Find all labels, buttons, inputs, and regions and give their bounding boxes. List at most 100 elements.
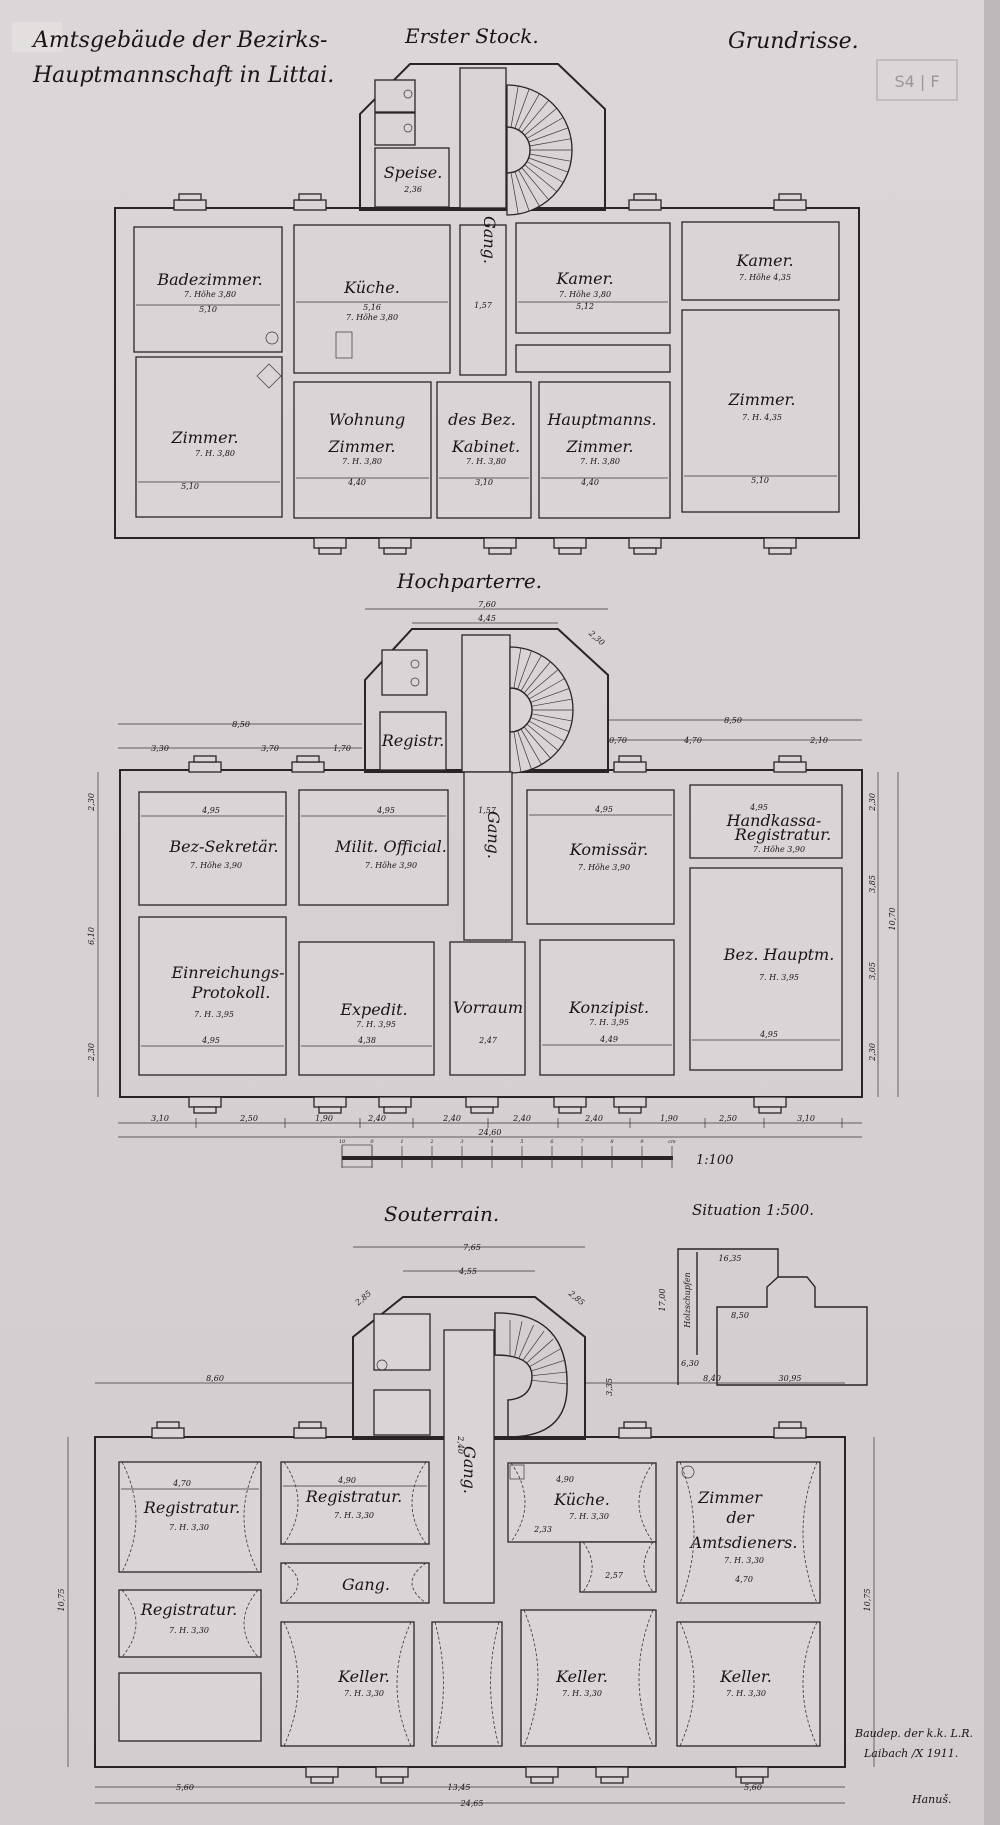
chimney-cap	[318, 1106, 342, 1114]
dimension: 2,30	[868, 1043, 877, 1062]
dimension: 2,40	[442, 1114, 461, 1123]
room-label: Vorraum	[453, 998, 523, 1017]
dimension: 4,45	[477, 614, 496, 623]
room-height: 7. Höhe 3,90	[753, 845, 805, 854]
chimney-cap	[488, 547, 512, 555]
chimney-cap	[558, 547, 582, 555]
dimension: 1,70	[333, 744, 351, 753]
chimney-cap	[740, 1776, 764, 1784]
boiler-icon	[681, 1465, 695, 1479]
stair-tread	[531, 698, 573, 707]
scale-label: 1:100	[696, 1153, 733, 1168]
dimension: 5,10	[181, 482, 199, 491]
room-label: Küche.	[343, 278, 400, 297]
dimension: 7,60	[478, 600, 496, 609]
room-height: 7. H. 3,30	[334, 1511, 374, 1520]
dimension: 4,49	[599, 1035, 618, 1044]
room-label: Protokoll.	[191, 983, 271, 1002]
room-label: Zimmer.	[170, 428, 238, 447]
room-height: 7. H. 4,35	[742, 413, 782, 422]
stair-tread	[526, 723, 559, 751]
dimension: 2,10	[809, 736, 828, 745]
chimney-cap	[383, 1106, 407, 1114]
dimension: 10,75	[863, 1589, 872, 1612]
dimension: 2,50	[718, 1114, 737, 1123]
stair-tread	[531, 1379, 568, 1385]
room-hauptmann-zimmer	[538, 381, 671, 519]
chimney-bay	[188, 1096, 222, 1108]
room-label: Konzipist.	[568, 998, 649, 1017]
chimney-cap	[778, 755, 802, 763]
dimension: 4,95	[759, 1030, 778, 1039]
floor-title: Erster Stock.	[404, 24, 539, 48]
room-height: 7. H. 3,95	[356, 1020, 396, 1029]
room-label: Zimmer	[697, 1488, 763, 1507]
room-label: der	[726, 1508, 755, 1527]
room-registratur	[280, 1461, 430, 1545]
stair-tread	[526, 161, 564, 183]
chimney-bay	[553, 1096, 587, 1108]
room-height: 7. H. 3,30	[569, 1512, 609, 1521]
stair-treads	[509, 1320, 568, 1385]
vault-arc	[283, 1562, 299, 1604]
room-registratur	[379, 711, 447, 771]
stair-tread	[521, 99, 550, 133]
floor-title: Hochparterre.	[396, 569, 542, 593]
dimension: 4,40	[580, 478, 599, 487]
stair-tread	[524, 107, 558, 136]
vault-arc	[121, 1589, 137, 1658]
archive-stamp-text: S4 | F	[894, 72, 939, 91]
room-height: 7. H. 3,80	[580, 457, 620, 466]
dimension-total: 24,60	[478, 1128, 502, 1137]
room-label: Registratur.	[305, 1487, 402, 1506]
scale-tick-label: 0	[370, 1139, 374, 1145]
stair-tread	[524, 164, 558, 193]
stair-tower	[352, 1296, 586, 1440]
dimension: 8,50	[724, 716, 742, 725]
stair-tread	[530, 1359, 566, 1372]
room-label: Gang.	[480, 216, 499, 264]
chimney-bay	[313, 537, 347, 549]
dimension: 2,50	[239, 1114, 258, 1123]
chimneys	[305, 1766, 769, 1784]
room-handkassa-registratur	[689, 784, 843, 859]
room-height: 7. H. 3,30	[344, 1689, 384, 1698]
toilet-fixture-icon	[403, 89, 413, 99]
drawing-title-line2: Hauptmannschaft in Littai.	[32, 63, 334, 88]
chimney-cap	[618, 1106, 642, 1114]
dimension: 3,10	[797, 1114, 815, 1123]
scale-tick-label: 7	[580, 1139, 584, 1145]
chimney-bay	[735, 1766, 769, 1778]
scale-tick-label: 4	[489, 1139, 493, 1145]
dimension: 4,40	[347, 478, 366, 487]
dimension: 16,35	[719, 1254, 742, 1263]
chimney-cap	[298, 193, 322, 201]
stair-tread	[521, 167, 550, 201]
stair-tread	[513, 731, 522, 773]
dimension: 4,95	[749, 803, 768, 812]
room-speise	[374, 147, 450, 208]
corridor-gang	[463, 771, 513, 941]
sheet-title: Grundrisse.	[728, 29, 859, 54]
stair-tower	[364, 628, 609, 773]
room-registratur	[118, 1589, 262, 1658]
chimney-bay	[305, 1766, 339, 1778]
dimension: 2,40	[367, 1114, 386, 1123]
stair-tread	[528, 1348, 561, 1368]
toilet-fixture-icon	[410, 677, 420, 687]
chimney-bay	[151, 1427, 185, 1439]
room-label: Kamer.	[555, 269, 613, 288]
room-amtsdiener-zimmer	[676, 1461, 821, 1604]
chimney-cap	[178, 193, 202, 201]
floor-title: Souterrain.	[384, 1202, 499, 1226]
room-label: Expedit.	[339, 1000, 407, 1019]
scale-tick-label: 8	[610, 1139, 613, 1145]
room-height: 7. Höhe 3,80	[184, 290, 236, 299]
vault-arc	[121, 1461, 137, 1573]
dimension: 6,10	[87, 927, 96, 945]
dimension: 2,40	[584, 1114, 603, 1123]
chimney-cap	[470, 1106, 494, 1114]
dimension: 2,36	[403, 185, 422, 194]
